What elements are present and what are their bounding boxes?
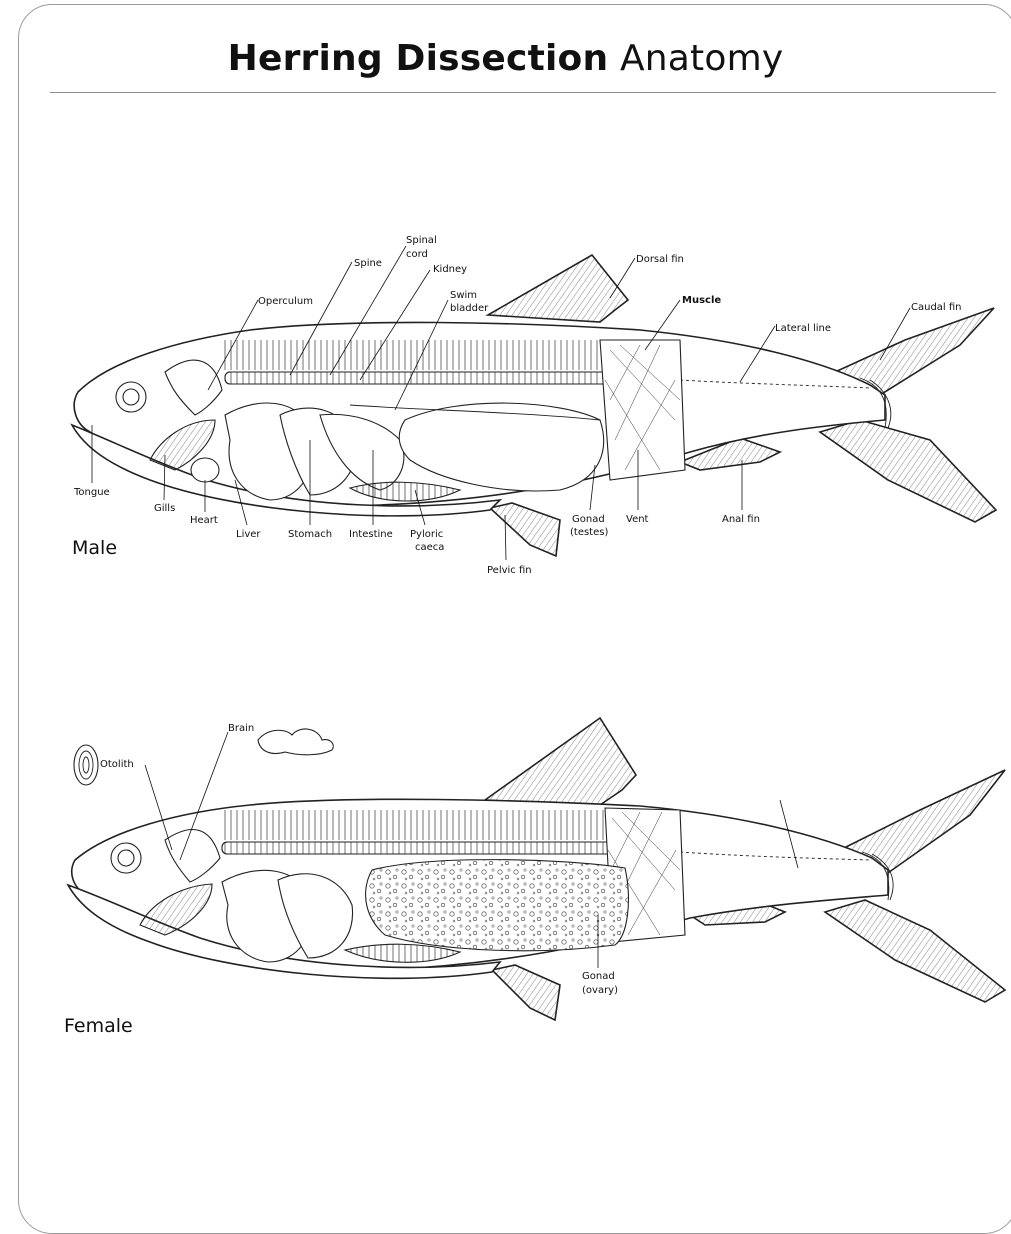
label-otolith: Otolith [100,759,134,770]
label-swim-bladder-line2: bladder [450,303,489,314]
label-spinal-cord-line2: cord [406,249,428,260]
label-dorsal-fin: Dorsal fin [636,254,684,265]
label-pelvic-fin: Pelvic fin [487,565,532,576]
label-caudal-fin: Caudal fin [911,302,962,313]
label-gonad-ovary-line2: (ovary) [582,985,618,996]
label-gonad-testes-line2: (testes) [570,527,608,538]
male-fish [72,255,996,556]
label-spinal-cord-line1: Spinal [406,235,437,246]
label-intestine: Intestine [349,529,393,540]
label-lateral-line: Lateral line [775,323,831,334]
label-liver: Liver [236,529,261,540]
label-muscle: Muscle [682,295,721,306]
male-vertebrae [222,340,617,384]
label-kidney: Kidney [433,264,467,275]
label-swim-bladder-line1: Swim [450,290,477,301]
label-tongue: Tongue [73,487,110,498]
female-fish [68,718,1005,1020]
label-anal-fin: Anal fin [722,514,760,525]
label-stomach: Stomach [288,529,332,540]
label-heart: Heart [190,515,218,526]
dissection-illustration: Spinal cord Dorsal fin Spine Kidney Swim… [0,0,1011,1208]
label-gonad-testes-line1: Gonad [572,514,605,525]
label-brain: Brain [228,723,254,734]
label-operculum: Operculum [258,296,313,307]
label-gonad-ovary-line1: Gonad [582,971,615,982]
label-vent: Vent [626,514,649,525]
label-pyloric-caeca-line1: Pyloric [410,529,443,540]
label-pyloric-caeca-line2: caeca [415,542,444,553]
label-gills: Gills [154,503,175,514]
label-spine: Spine [354,258,382,269]
